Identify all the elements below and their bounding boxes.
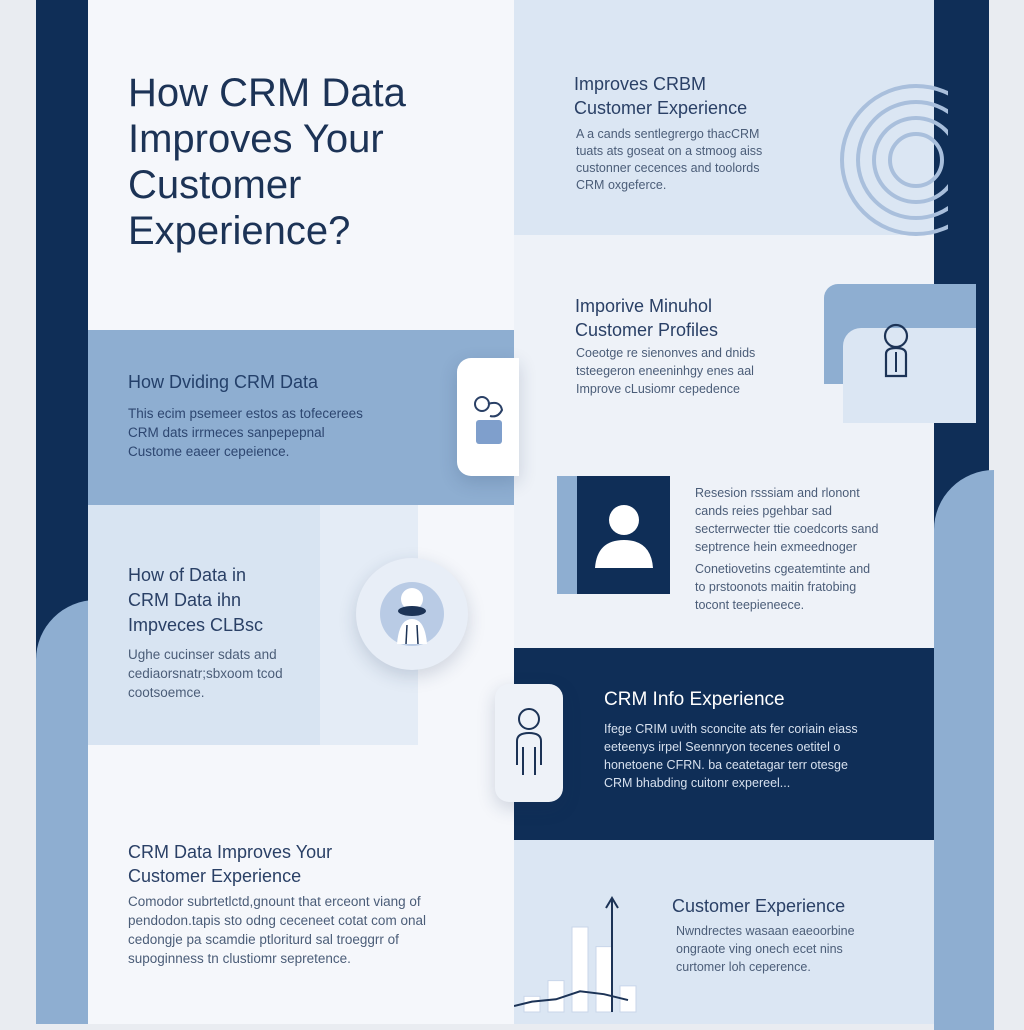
right-block-1: Improves CRBM Customer Experience A a ca… (514, 0, 948, 236)
profile-person-icon (883, 323, 909, 378)
user-avatar-icon (594, 505, 653, 568)
chart-bar (523, 995, 541, 1013)
page-title: How CRM Data Improves Your Customer Expe… (128, 70, 508, 254)
title-line: Improves Your (128, 117, 384, 161)
section-body: This ecim psemeer estos as tofecerees CR… (128, 406, 363, 459)
chart-bar (571, 926, 589, 1013)
title-line: How CRM Data (128, 71, 406, 115)
section-heading: How Dviding CRM Data (128, 372, 319, 392)
user-avatar-tile (577, 476, 670, 594)
block-heading: Imporive Minuhol Customer Profiles (575, 296, 719, 340)
chart-arrow (605, 896, 619, 1012)
title-line: Experience? (128, 209, 351, 253)
right-block-5: Customer Experience Nwndrectes wasaan ea… (514, 840, 934, 1024)
person-desk-icon (474, 396, 504, 444)
section-body: Comodor subrtetlctd,gnount that erceont … (128, 894, 426, 966)
chart-bar (547, 980, 565, 1013)
block-body: Coeotge re sienonves and dnids tsteegero… (576, 346, 756, 396)
left-section-1: How Dviding CRM Data This ecim psemeer e… (88, 330, 514, 505)
standing-person-card (495, 684, 563, 802)
right-lower-curve (934, 470, 994, 1030)
right-block-4: CRM Info Experience Ifege CRIM uvith sco… (514, 648, 934, 840)
section-heading: CRM Data Improves Your Customer Experien… (128, 842, 333, 886)
block-heading: Improves CRBM Customer Experience (574, 74, 748, 118)
section-heading: How of Data in CRM Data ihn Impveces CLB… (128, 565, 264, 635)
chart-bar (595, 946, 613, 1013)
block-heading: CRM Info Experience (604, 689, 785, 710)
standing-person-icon (516, 708, 542, 775)
person-desk-card (457, 358, 519, 476)
avatar-circle-icon (380, 582, 444, 646)
block-body: A a cands sentlegrergo thacCRM tuats ats… (576, 127, 763, 192)
target-circles-icon (840, 84, 948, 236)
block-body: Ifege CRIM uvith sconcite ats fer coriai… (604, 722, 858, 790)
block-body: Nwndrectes wasaan eaeoorbine ongraote vi… (676, 924, 855, 974)
block-body: Conetiovetins cgeatemtinte and to prstoo… (695, 562, 871, 612)
chart-trend-line (514, 990, 629, 1007)
profile-card-front (843, 328, 976, 423)
avatar-circle-card (356, 558, 468, 670)
left-lower-curve (36, 600, 96, 1024)
block-body: Resesion rsssiam and rlonont cands reies… (695, 486, 879, 554)
bar-chart-icon (514, 896, 637, 1013)
title-line: Customer (128, 163, 302, 207)
block-heading: Customer Experience (672, 896, 846, 916)
section-body: Ughe cucinser sdats and cediaorsnatr;sbx… (128, 647, 283, 700)
